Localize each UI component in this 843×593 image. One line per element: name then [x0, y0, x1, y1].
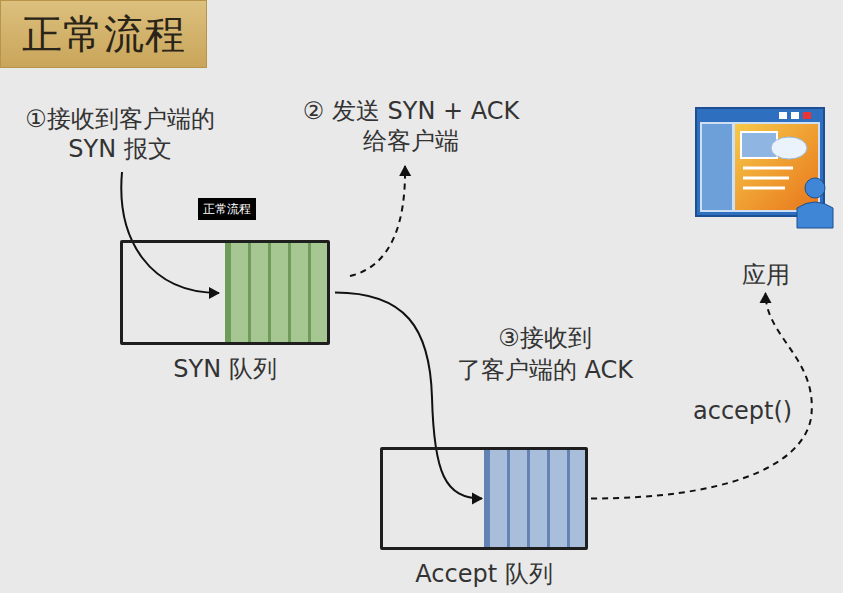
step-label: ①接收到客户端的 SYN 报文: [8, 104, 232, 164]
step-label: ② 发送 SYN + ACK 给客户端: [292, 96, 530, 156]
title: 正常流程: [22, 7, 186, 62]
watermark-tag: 正常流程: [198, 198, 256, 220]
application-node: 应用: [693, 104, 838, 288]
flow-arrow: [591, 293, 812, 499]
queue-node: SYN 队列: [120, 240, 330, 382]
edge-label: ③接收到 了客户端的 ACK: [445, 322, 645, 386]
queue-node: Accept 队列: [380, 447, 588, 587]
edge-label: accept(): [693, 395, 792, 427]
queue-slots: [225, 243, 327, 342]
queue-box: [120, 240, 330, 345]
queue-label: Accept 队列: [380, 561, 588, 587]
queue-label: SYN 队列: [120, 356, 330, 382]
app-window-icon: [693, 104, 838, 234]
title-banner: 正常流程: [0, 0, 207, 68]
app-label: 应用: [693, 262, 838, 288]
flow-arrow: [335, 293, 482, 499]
queue-slots: [484, 450, 585, 547]
leader-line: [121, 172, 219, 293]
queue-box: [380, 447, 588, 550]
leader-line: [350, 166, 405, 276]
